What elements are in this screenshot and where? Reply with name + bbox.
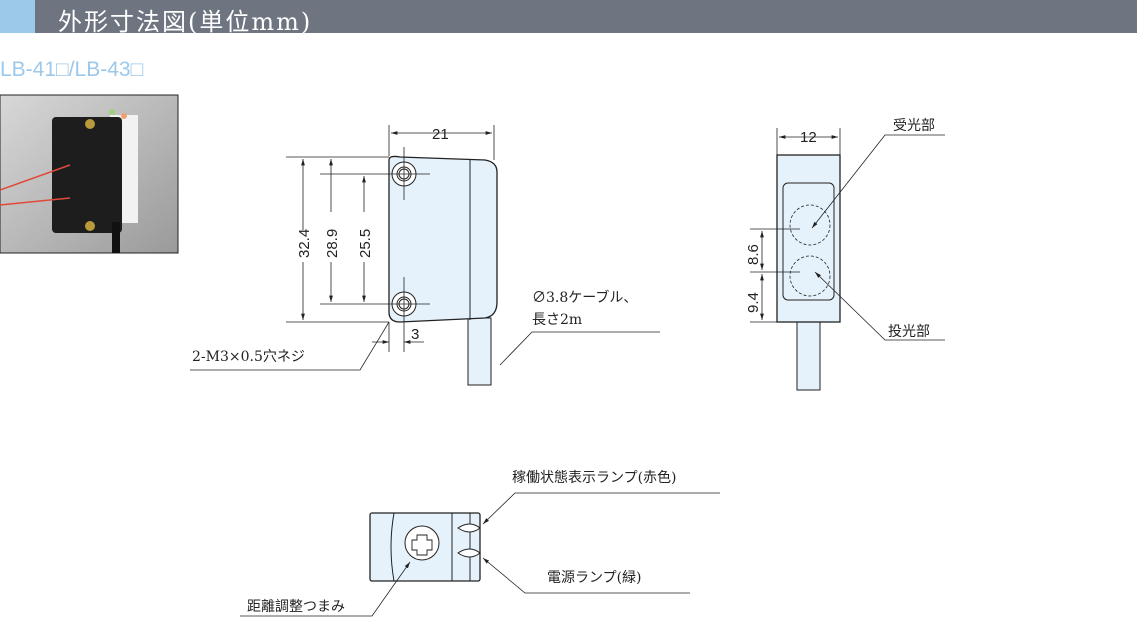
- model-name: LB-41□/LB-43□: [0, 58, 144, 81]
- power-lamp-label: 電源ランプ(緑): [547, 570, 642, 586]
- dim-width-21: 21: [432, 126, 449, 143]
- section-title: 外形寸法図(単位mm): [58, 8, 313, 36]
- dim-25-5: 25.5: [357, 229, 374, 258]
- dim-width-12: 12: [800, 129, 817, 146]
- dim-3: 3: [411, 326, 419, 343]
- dim-32-4: 32.4: [296, 229, 313, 258]
- cable-label-2: 長さ2m: [532, 312, 582, 328]
- dim-28-9: 28.9: [324, 229, 341, 258]
- emitter-label: 投光部: [888, 324, 930, 340]
- cable-label-1: ∅3.8ケーブル、: [532, 289, 637, 306]
- front-view: [190, 125, 660, 386]
- dim-9-4: 9.4: [745, 292, 762, 313]
- bottom-view: [240, 492, 720, 617]
- side-view: [750, 128, 945, 391]
- product-photo: [0, 94, 179, 254]
- screw-label: 2-M3×0.5穴ネジ: [192, 349, 305, 365]
- receiver-label: 受光部: [893, 118, 935, 134]
- distance-knob-label: 距離調整つまみ: [247, 598, 345, 615]
- header-accent: [0, 0, 35, 33]
- section-header: 外形寸法図(単位mm): [0, 0, 1137, 36]
- status-lamp-label: 稼働状態表示ランプ(赤色): [512, 469, 677, 486]
- dim-8-6: 8.6: [745, 244, 762, 265]
